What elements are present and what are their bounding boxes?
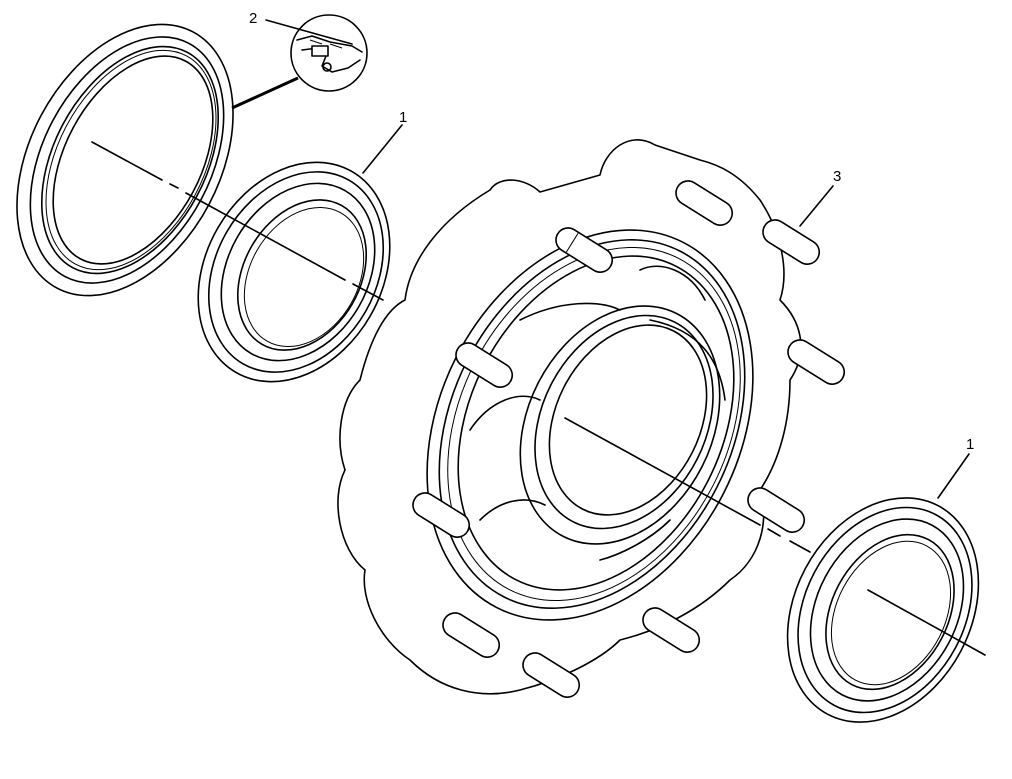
callout-wheel-stud: 3 bbox=[833, 168, 841, 185]
leader-3 bbox=[799, 185, 834, 227]
leader-1-bottom bbox=[937, 453, 970, 499]
callout-seal-ring-top: 1 bbox=[399, 109, 407, 126]
leader-1-top bbox=[362, 124, 403, 174]
leader-2 bbox=[265, 19, 353, 45]
seal-ring-top bbox=[197, 161, 391, 383]
wheel-studs bbox=[412, 180, 846, 698]
callout-seal-ring-bottom: 1 bbox=[966, 436, 974, 453]
assembly-centerline bbox=[91, 141, 986, 656]
callout-seal-detail: 2 bbox=[249, 10, 257, 27]
wheel-hub bbox=[337, 139, 802, 695]
seal-lip-detail bbox=[231, 14, 368, 110]
seal-ring-bottom bbox=[786, 497, 980, 723]
